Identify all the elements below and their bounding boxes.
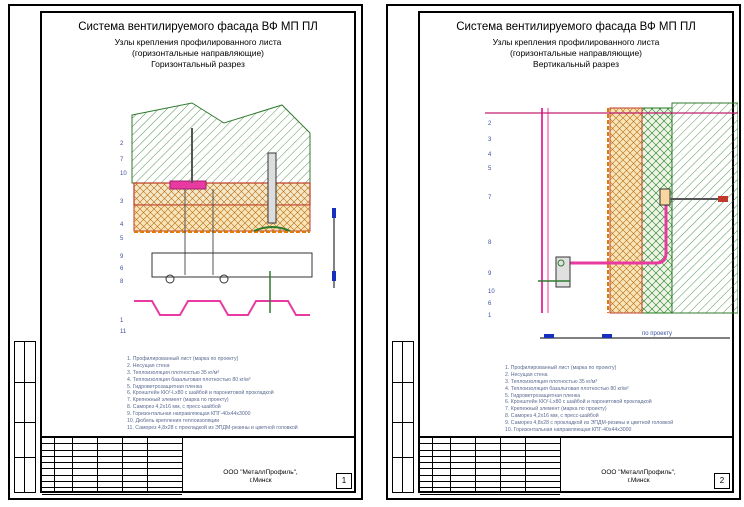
dim-mark-2	[332, 271, 336, 281]
callout-7: 10	[488, 289, 495, 295]
side-stamp	[14, 341, 36, 493]
callout-3: 5	[488, 166, 492, 172]
callout-6: 9	[120, 254, 124, 260]
callout-0: 2	[488, 121, 492, 127]
title-block-grid	[420, 438, 561, 495]
bracket	[568, 196, 668, 265]
drawing-sheet-1: Система вентилируемого фасада ВФ МП ПЛ У…	[8, 4, 363, 500]
callout-labels: 2 7 10 3 4 5 9 6 8 1 11	[120, 141, 127, 335]
legend-item: 5. Гидроветрозащитная пленка	[127, 383, 203, 390]
bracket-top	[169, 180, 207, 190]
dim-mark-1	[332, 208, 336, 218]
sheet-frame: Система вентилируемого фасада ВФ МП ПЛ У…	[418, 11, 738, 495]
legend-item: 9. Саморез 4,8х28 с прокладкой из ЭПДМ-р…	[505, 420, 674, 427]
callout-6: 9	[488, 271, 492, 277]
company-line-1: ООО "МеталлПрофиль",	[223, 469, 298, 476]
screw-b	[219, 274, 229, 284]
legend-item: 4. Теплоизоляция базальтовая плотностью …	[505, 385, 629, 392]
callout-8: 6	[488, 301, 492, 307]
callout-7: 6	[120, 266, 124, 272]
company-name: ООО "МеталлПрофиль", г.Минск	[565, 469, 712, 485]
subtitle-line-3: Горизонтальный разрез	[151, 59, 245, 69]
callout-2: 10	[120, 171, 127, 177]
insulation-80-hatch	[134, 205, 310, 231]
callout-4: 4	[120, 222, 124, 228]
callout-8: 8	[120, 279, 124, 285]
callout-labels: 2 3 4 5 7 8 9 10 6 1	[488, 121, 495, 319]
sheet-title: Система вентилируемого фасада ВФ МП ПЛ	[456, 21, 696, 33]
horizontal-rail	[151, 252, 313, 278]
title-block: ООО "МеталлПрофиль", г.Минск 2	[420, 436, 732, 495]
title-block: ООО "МеталлПрофиль", г.Минск 1	[42, 436, 354, 495]
legend-item: 1. Профилированный лист (марка по проект…	[127, 356, 239, 362]
dim-mark-1	[544, 334, 554, 338]
legend-item: 6. Кронштейн ККУ-Lх80 с шайбой и паронит…	[127, 390, 274, 397]
legend-item: 10. Горизонтальная направляющая КПГ-40х4…	[505, 427, 632, 434]
company-line-1: ООО "МеталлПрофиль",	[601, 469, 676, 476]
insulation-dowel	[267, 152, 277, 224]
legend-item: 11. Саморез 4,8х28 с прокладкой из ЭПДМ-…	[127, 424, 298, 431]
callout-9: 1	[120, 318, 124, 324]
bearing-wall	[131, 102, 311, 184]
callout-10: 11	[120, 329, 127, 335]
callout-1: 3	[488, 137, 492, 143]
insulation-35-hatch	[610, 108, 642, 313]
vertical-section-drawing: по проекту 2 3 4 5 7 8 9 10 6 1	[485, 102, 738, 339]
callout-5: 8	[488, 240, 492, 246]
legend-item: 8. Саморез 4,2х16 мм, с пресс-шайбой	[127, 404, 221, 411]
sheet-number: 2	[714, 473, 730, 489]
insulation-35-hatch	[134, 183, 310, 205]
subtitle-line-2: (горизонтальные направляющие)	[509, 48, 642, 58]
anchor-tip	[718, 196, 728, 202]
legend: 1. Профилированный лист (марка по проект…	[505, 365, 673, 434]
company-line-2: г.Минск	[627, 477, 650, 484]
screw-rail	[557, 259, 565, 267]
subtitle-line-1: Узлы крепления профилированного листа	[492, 37, 660, 47]
company-name: ООО "МеталлПрофиль", г.Минск	[187, 469, 334, 485]
company-line-2: г.Минск	[249, 477, 272, 484]
subtitle-line-1: Узлы крепления профилированного листа	[114, 37, 282, 47]
callout-1: 7	[120, 157, 124, 163]
bearing-wall	[671, 102, 738, 314]
legend-item: 7. Крепежный элемент (марка по проекту)	[127, 397, 229, 404]
legend-item: 3. Теплоизоляция плотностью 35 кг/м³	[505, 378, 598, 385]
bracket-washer	[659, 188, 671, 206]
horizontal-rail	[555, 256, 571, 288]
subtitle-line-3: Вертикальный разрез	[533, 59, 619, 69]
legend-item: 3. Теплоизоляция плотностью 35 кг/м³	[127, 369, 220, 376]
legend-item: 4. Теплоизоляция базальтовая плотностью …	[127, 376, 251, 383]
dim-mark-2	[602, 334, 612, 338]
legend-item: 10. Дюбель крепления теплоизоляции	[127, 418, 220, 425]
legend: 1. Профилированный лист (марка по проект…	[127, 356, 298, 432]
legend-item: 9. Горизонтальная направляющая КПГ-40х44…	[127, 411, 251, 418]
sheet-number: 1	[336, 473, 352, 489]
callout-3: 3	[120, 199, 124, 205]
dowel-head	[253, 226, 291, 232]
subtitle-line-2: (горизонтальные направляющие)	[131, 48, 264, 58]
legend-item: 1. Профилированный лист (марка по проект…	[505, 365, 617, 371]
legend-item: 7. Крепежный элемент (марка по проекту)	[505, 406, 607, 413]
title-block-grid	[42, 438, 183, 495]
callout-5: 5	[120, 236, 124, 242]
callout-0: 2	[120, 141, 124, 147]
callout-4: 7	[488, 195, 492, 201]
legend-item: 8. Саморез 4,2х16 мм, с пресс-шайбой	[505, 413, 599, 420]
dimension-label: по проекту	[642, 331, 672, 337]
legend-item: 5. Гидроветрозащитная пленка	[505, 392, 581, 399]
sheet-title: Система вентилируемого фасада ВФ МП ПЛ	[78, 21, 318, 33]
legend-item: 2. Несущая стена	[127, 362, 170, 369]
profiled-sheet	[134, 300, 310, 316]
screw-a	[165, 274, 175, 284]
drawing-sheet-2: Система вентилируемого фасада ВФ МП ПЛ У…	[386, 4, 741, 500]
legend-item: 6. Кронштейн ККУ-Lх80 с шайбой и паронит…	[505, 399, 652, 406]
horizontal-section-drawing: 2 7 10 3 4 5 9 6 8 1 11	[120, 102, 336, 335]
side-stamp	[392, 341, 414, 493]
sheet-frame: Система вентилируемого фасада ВФ МП ПЛ У…	[40, 11, 356, 495]
legend-item: 2. Несущая стена	[505, 371, 548, 378]
callout-2: 4	[488, 152, 492, 158]
callout-9: 1	[488, 313, 492, 319]
